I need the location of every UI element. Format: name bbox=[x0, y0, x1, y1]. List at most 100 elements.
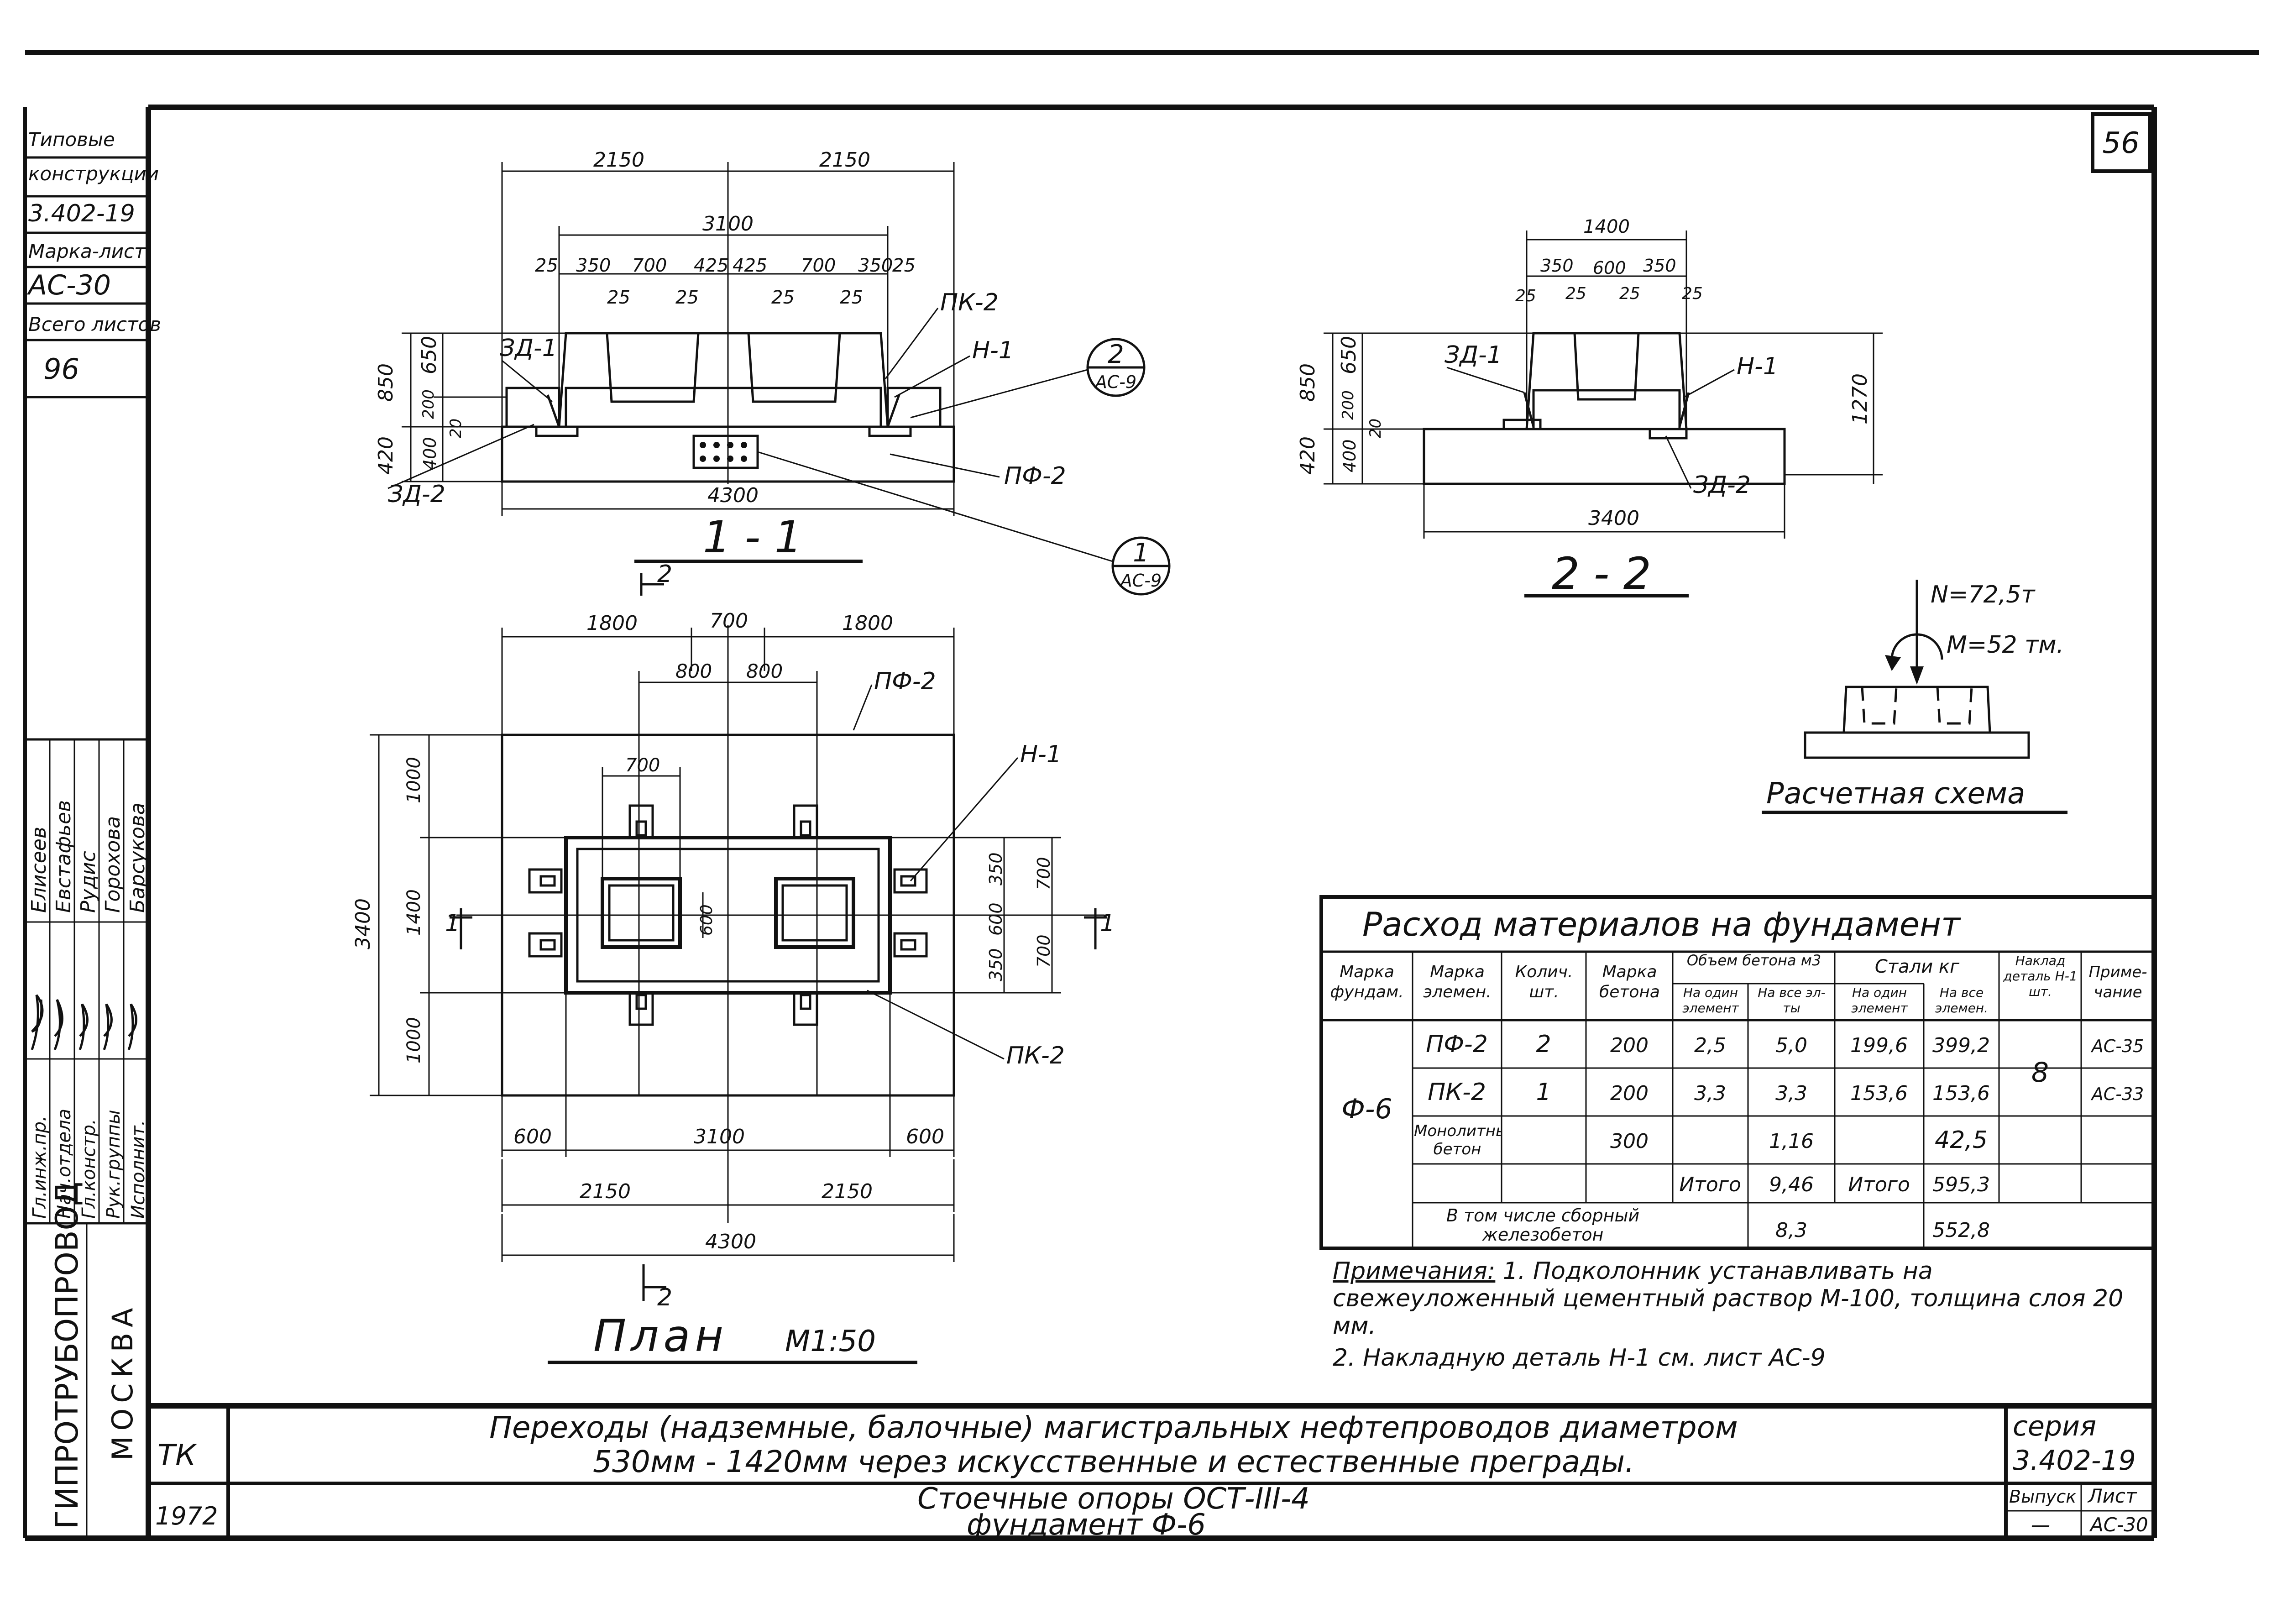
th-qty: Колич. шт. bbox=[1515, 963, 1573, 1001]
plan-dim-right-2: 600 bbox=[986, 902, 1006, 936]
strip-line-7: 96 bbox=[43, 352, 79, 386]
th-steel-all: На все элемен. bbox=[1935, 985, 1989, 1016]
staff-block: Гл.инж.пр. Нач.отдела Гл.констр. Рук.гру… bbox=[25, 738, 149, 1225]
s1-dim-row-2: 350 bbox=[576, 255, 611, 276]
staff-name-2: Евстафьев bbox=[52, 800, 75, 913]
plan-cut-right: 1 bbox=[1100, 910, 1115, 937]
strip-line-2: конструкции bbox=[28, 162, 159, 185]
column-pk2 bbox=[558, 332, 889, 427]
th-volume: Объем бетона м3 bbox=[1686, 953, 1821, 969]
strip-line-4: Марка-лист bbox=[28, 240, 146, 262]
subtitle-line-2: фундамент Ф-6 bbox=[967, 1508, 1206, 1542]
org-name: ГИПРОТРУБОПРОВОД bbox=[49, 1182, 85, 1529]
plan-title: План bbox=[593, 1310, 728, 1362]
note-1: 1. Подколонник устанавливать на свежеуло… bbox=[1333, 1257, 2124, 1340]
prefab-vol-all: 8,3 bbox=[1775, 1219, 1807, 1242]
plan-dim-top-3: 1800 bbox=[842, 612, 893, 635]
series-value: 3.402-19 bbox=[2013, 1445, 2136, 1477]
plan-label-pk2: ПК-2 bbox=[1006, 1042, 1065, 1069]
title-line-2: 530мм - 1420мм через искусственные и ест… bbox=[593, 1444, 1634, 1479]
s1-label-n1: Н-1 bbox=[972, 337, 1014, 364]
plan-label-pf2: ПФ-2 bbox=[874, 668, 936, 695]
socket-left bbox=[606, 333, 700, 403]
title-year: 1972 bbox=[155, 1502, 218, 1530]
r1-vol-all: 5,0 bbox=[1775, 1034, 1807, 1057]
r2-vol-one: 3,3 bbox=[1694, 1082, 1726, 1105]
s1-dim-row2-3: 25 bbox=[771, 287, 795, 308]
s1-callout-2-sheet: АС-9 bbox=[1094, 372, 1136, 392]
scheme-moment-m: М=52 тм. bbox=[1947, 631, 2064, 659]
signature-5 bbox=[127, 1003, 137, 1050]
s2-label-zd1: ЗД-1 bbox=[1445, 341, 1502, 369]
s1-dim-top-2: 2150 bbox=[819, 148, 870, 172]
plan-dim-top2-1: 800 bbox=[675, 660, 712, 682]
sheet-label: Лист bbox=[2087, 1485, 2137, 1507]
signature-4 bbox=[103, 1003, 113, 1050]
th-vol-one: На один элемент bbox=[1682, 985, 1739, 1016]
s1-cut-mark: 2 bbox=[657, 561, 672, 588]
issue-value: — bbox=[2031, 1514, 2050, 1536]
s1-dim-row2-1: 25 bbox=[607, 287, 630, 308]
calc-scheme: N=72,5т М=52 тм. Расчетная схема bbox=[1762, 580, 2067, 814]
plan-scale: М1:50 bbox=[785, 1325, 876, 1358]
org-city: МОСКВА bbox=[106, 1302, 139, 1461]
s1-label-zd1: ЗД-1 bbox=[500, 335, 557, 362]
plan-dim-right-1: 350 bbox=[986, 852, 1006, 885]
s1-dim-left-6: 400 bbox=[420, 437, 440, 470]
notes-heading: Примечания: bbox=[1333, 1257, 1496, 1285]
signature-2 bbox=[53, 999, 63, 1050]
sheet-number: 56 bbox=[2102, 126, 2139, 160]
r1-vol-one: 2,5 bbox=[1694, 1034, 1726, 1057]
s2-label-zd2: ЗД-2 bbox=[1693, 471, 1751, 499]
s2-dim-bottom: 3400 bbox=[1588, 507, 1639, 530]
strip-line-6: Всего листов bbox=[28, 313, 161, 335]
s1-dim-bottom: 4300 bbox=[707, 484, 759, 507]
th-steel-one: На один элемент bbox=[1851, 985, 1908, 1016]
r2-vol-all: 3,3 bbox=[1775, 1082, 1807, 1105]
staff-role-2: Нач.отдела bbox=[54, 1109, 75, 1219]
s1-dim-left-3: 200 bbox=[419, 389, 438, 419]
r3-st-all: 42,5 bbox=[1935, 1126, 1988, 1154]
s2-dim-row2-1: 25 bbox=[1515, 287, 1536, 305]
plan-dim-bottom-3: 600 bbox=[906, 1125, 944, 1148]
series-label: серия bbox=[2013, 1410, 2096, 1442]
staff-name-5: Барсукова bbox=[126, 802, 149, 913]
plan-dim-right-3: 350 bbox=[986, 948, 1006, 981]
r2-st-all: 153,6 bbox=[1932, 1082, 1990, 1105]
r1-note: АС-35 bbox=[2090, 1036, 2144, 1056]
title-line-1: Переходы (надземные, балочные) магистрал… bbox=[489, 1410, 1738, 1445]
plan-dim-top-2: 700 bbox=[710, 609, 748, 633]
s2-dim-left-5: 420 bbox=[1296, 436, 1319, 475]
signature-3 bbox=[79, 1003, 89, 1050]
notes-block: Примечания: 1. Подколонник устанавливать… bbox=[1333, 1257, 2124, 1372]
plan-dim-top2-2: 800 bbox=[746, 660, 783, 682]
s1-dim-row-5: 425 bbox=[733, 255, 767, 276]
s2-dim-row2-4: 25 bbox=[1682, 284, 1703, 303]
strip-line-5: АС-30 bbox=[26, 269, 111, 301]
plan-cut-bottom: 2 bbox=[657, 1284, 672, 1311]
th-vol-all: На все эл-ты bbox=[1758, 985, 1826, 1016]
total-vol-all: 9,46 bbox=[1769, 1173, 1814, 1196]
s1-dim-row-6: 700 bbox=[801, 255, 836, 276]
plan-socket-left bbox=[601, 877, 682, 949]
s1-label-zd2: ЗД-2 bbox=[388, 481, 445, 508]
s1-dim-row-3: 700 bbox=[632, 255, 667, 276]
section-2-2: 1400 350 600 350 25 25 25 25 850 650 200… bbox=[1296, 216, 1883, 599]
s1-dim-row-4: 425 bbox=[694, 255, 728, 276]
r3-elem: Монолитный бетон bbox=[1414, 1122, 1501, 1158]
s1-callout-1-num: 1 bbox=[1133, 538, 1149, 568]
s1-label-pf2: ПФ-2 bbox=[1004, 462, 1066, 490]
plan-dim-left-1: 1000 bbox=[403, 757, 424, 803]
plan-dim-left-2: 1400 bbox=[403, 889, 424, 936]
s1-dim-row2-4: 25 bbox=[840, 287, 863, 308]
sheet-value: АС-30 bbox=[2089, 1514, 2148, 1536]
staff-name-3: Рудис bbox=[77, 851, 100, 913]
plan-dim-center: 600 bbox=[697, 904, 716, 936]
plan-label-n1: Н-1 bbox=[1020, 741, 1062, 768]
staff-role-5: Исполнит. bbox=[128, 1120, 149, 1219]
r3-grade: 300 bbox=[1610, 1130, 1649, 1153]
th-note: Приме-чание bbox=[2088, 963, 2147, 1001]
td-foundation: Ф-6 bbox=[1341, 1093, 1392, 1125]
plan-dim-right2-1: 700 bbox=[1034, 857, 1054, 890]
